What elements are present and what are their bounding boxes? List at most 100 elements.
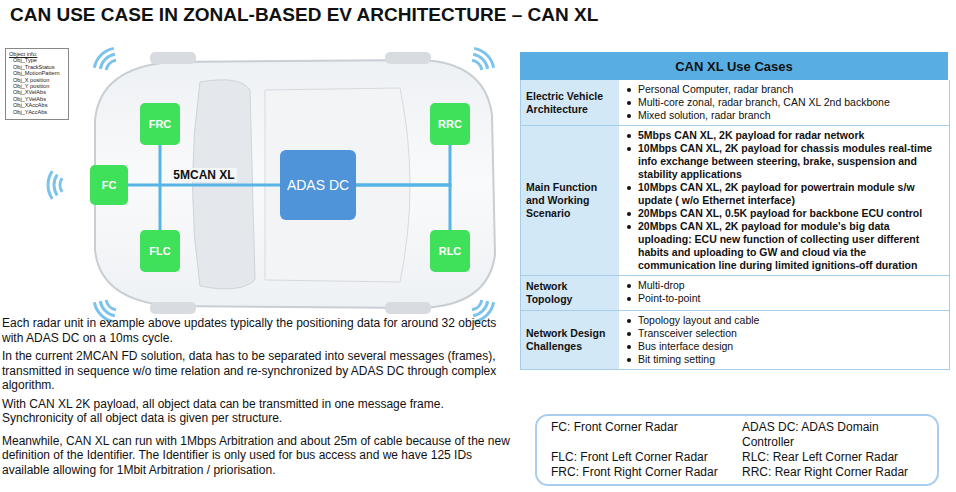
table-cell: 20Mbps CAN XL, 2K payload for module's b… <box>638 220 943 272</box>
bullet-dot <box>627 319 631 323</box>
bullet-dot <box>627 284 631 288</box>
table-cell: Topology layout and cable <box>638 314 759 327</box>
table-row: Network TopologyMulti-dropPoint-to-point <box>521 276 949 311</box>
node-text: Obj_MotionPattern <box>9 70 60 76</box>
table-cell: Personal Computer, radar branch <box>638 83 793 96</box>
node-text: FLC <box>149 245 170 257</box>
node-text: Obj_YVelAbs <box>9 96 46 102</box>
row-header: Network Design Challenges <box>521 311 619 369</box>
zone-controller: FC <box>90 165 128 205</box>
table-header: CAN XL Use Cases <box>520 52 948 80</box>
notes: Each radar unit in example above updates… <box>2 316 512 481</box>
bullet-item: Point-to-point <box>625 292 943 305</box>
row-body: Multi-dropPoint-to-point <box>619 276 949 310</box>
table-row: Electric Vehicle ArchitecturePersonal Co… <box>521 80 949 126</box>
abbreviation-box: FC: Front Corner Radar ADAS DC: ADAS Doma… <box>535 414 939 486</box>
node-text: FRC <box>149 118 172 130</box>
bullet-dot <box>627 101 631 105</box>
radar-wave <box>54 175 57 196</box>
table-cell: 5Mbps CAN XL, 2K payload for radar netwo… <box>638 129 864 142</box>
row-title: Electric Vehicle Architecture <box>526 90 614 116</box>
table-cell: 20Mbps CAN XL, 0.5K payload for backbone… <box>638 207 922 220</box>
node-text: Obj_YAccAbs <box>9 109 47 115</box>
table-cell: Multi-drop <box>638 279 685 292</box>
row-header: Main Function and Working Scenario <box>521 126 619 275</box>
table-cell: Multi-core zonal, radar branch, CAN XL 2… <box>638 96 890 109</box>
bullet-dot <box>627 186 631 190</box>
bullet-item: Topology layout and cable <box>625 314 943 327</box>
bullet-dot <box>627 147 631 151</box>
node-text: RLC: Rear Left Corner Radar <box>742 450 898 465</box>
note-paragraph: Each radar unit in example above updates… <box>2 316 512 345</box>
zone-controller: FLC <box>140 230 180 272</box>
node-text: Object info: <box>9 51 37 57</box>
bullet-dot <box>627 345 631 349</box>
table-cell: 10Mbps CAN XL, 2K payload for powertrain… <box>638 181 943 207</box>
table-row: Main Function and Working Scenario 5Mbps … <box>521 126 949 276</box>
bullet-dot <box>627 297 631 301</box>
node-text: ADAS DC: ADAS Domain Controller <box>742 420 923 450</box>
radar-wave <box>94 48 113 67</box>
bullet-dot <box>627 134 631 138</box>
radar-wave <box>48 171 52 199</box>
bullet-item: Multi-core zonal, radar branch, CAN XL 2… <box>625 96 943 109</box>
bus-line <box>159 145 162 230</box>
row-title: Main Function and Working Scenario <box>526 181 614 220</box>
node-text: Obj_Type <box>9 57 37 63</box>
node-text: Obj_Y position <box>9 83 49 89</box>
bullet-item: Transceiver selection <box>625 327 943 340</box>
radar-wave <box>106 300 116 310</box>
use-case-table: Electric Vehicle ArchitecturePersonal Co… <box>520 80 950 370</box>
row-body: 5Mbps CAN XL, 2K payload for radar netwo… <box>619 126 949 275</box>
node-text: RRC <box>438 118 462 130</box>
node-text: RLC <box>439 245 462 257</box>
car-body <box>95 60 495 308</box>
node-text: FC <box>102 179 117 191</box>
wheel <box>150 302 196 314</box>
table-cell: Bit timing setting <box>638 353 715 366</box>
node-text: RRC: Rear Right Corner Radar <box>742 465 908 480</box>
object-info-box: Object info:Obj_TypeObj_TrackStatusObj_M… <box>5 48 69 120</box>
bus-line <box>128 184 280 187</box>
domain-controller: ADAS DC <box>280 150 356 220</box>
note-paragraph: In the current 2MCAN FD solution, data h… <box>2 349 512 393</box>
table-cell: Bus interface design <box>638 340 733 353</box>
table-cell: 10Mbps CAN XL, 2K payload for chassis mo… <box>638 142 943 181</box>
bullet-dot <box>627 114 631 118</box>
bus-line <box>356 145 450 185</box>
bullet-item: Bit timing setting <box>625 353 943 366</box>
bullet-item: 20Mbps CAN XL, 0.5K payload for backbone… <box>625 207 943 220</box>
node-text: Obj_XVelAbs <box>9 89 46 95</box>
bullet-item: 5Mbps CAN XL, 2K payload for radar netwo… <box>625 129 943 142</box>
bullet-item: 10Mbps CAN XL, 2K payload for powertrain… <box>625 181 943 207</box>
node-text: FLC: Front Left Corner Radar <box>551 450 708 465</box>
radar-wave <box>472 300 482 310</box>
row-header: Electric Vehicle Architecture <box>521 80 619 125</box>
node-text: Obj_TrackStatus <box>9 64 54 70</box>
node-text: FC: Front Corner Radar <box>551 420 678 435</box>
zone-controller: RLC <box>430 230 470 272</box>
bullet-item: Bus interface design <box>625 340 943 353</box>
radar-wave <box>100 54 115 69</box>
wheel <box>150 52 196 64</box>
row-header: Network Topology <box>521 276 619 310</box>
bullet-item: 20Mbps CAN XL, 2K payload for module's b… <box>625 220 943 272</box>
radar-wave <box>472 60 482 70</box>
row-body: Topology layout and cableTransceiver sel… <box>619 311 949 369</box>
radar-waves <box>48 48 494 321</box>
radar-wave <box>473 301 488 316</box>
row-body: Personal Computer, radar branchMulti-cor… <box>619 80 949 125</box>
node-text: CAN XL Use Cases <box>675 59 793 74</box>
row-title: Network Design Challenges <box>526 327 614 353</box>
bullet-dot <box>627 332 631 336</box>
bus-line <box>356 185 450 230</box>
radar-wave <box>474 48 493 67</box>
zone-controller: FRC <box>140 103 180 145</box>
bullet-dot <box>627 225 631 229</box>
radar-wave <box>100 301 115 316</box>
radar-wave <box>60 178 62 192</box>
node-text: FRC: Front Right Corner Radar <box>551 465 718 480</box>
node-text: ADAS DC <box>287 177 349 194</box>
node-text: Obj_X position <box>9 77 49 83</box>
radar-wave <box>473 54 488 69</box>
